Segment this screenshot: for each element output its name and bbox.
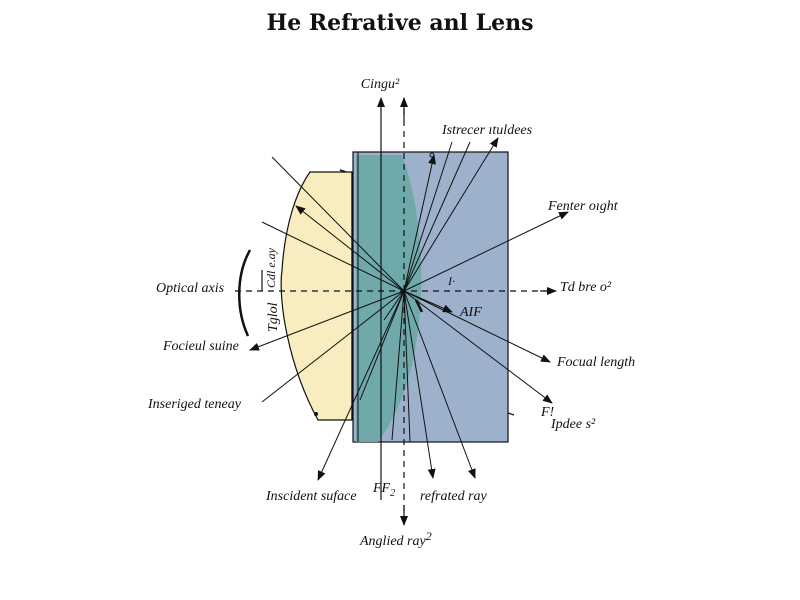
label-focal-length: Focual length bbox=[556, 355, 635, 370]
label-aif: AIF bbox=[459, 305, 482, 320]
diagram-title: He Refrative anl Lens bbox=[266, 10, 533, 36]
label-refracted-ray: refrated ray bbox=[420, 489, 488, 504]
label-ff2: FF2 bbox=[372, 481, 395, 499]
label-ipdee: Ipdee s² bbox=[550, 417, 596, 432]
dot-mark bbox=[314, 412, 318, 416]
label-optical-axis: Optical axis bbox=[156, 281, 225, 296]
label-vertical-top: Cdl e.ay bbox=[264, 247, 278, 288]
label-angled-ray: Anglied ray2 bbox=[359, 529, 432, 549]
label-f-mark: F! bbox=[540, 405, 555, 420]
label-top-axis: Cingu² bbox=[361, 77, 400, 92]
label-focal-surface: Focieul suine bbox=[162, 339, 239, 354]
label-inserted: Inseriged teneay bbox=[147, 397, 242, 412]
label-right-axis: Td bre o² bbox=[560, 280, 612, 295]
label-incident-surface: Inscident suface bbox=[265, 489, 357, 504]
ray-bundle bbox=[249, 137, 569, 481]
edge-tick-mark bbox=[507, 412, 515, 416]
convex-lens bbox=[280, 171, 353, 421]
small-tick-mark bbox=[339, 169, 347, 173]
label-vertical-bottom: Tglol bbox=[266, 302, 281, 332]
label-center-mark: I· bbox=[447, 274, 455, 288]
left-bracket bbox=[238, 249, 252, 337]
label-fenter-oight: Fenter oıght bbox=[547, 199, 619, 214]
label-incident-rays: Istrecer ıtuldees bbox=[441, 123, 533, 138]
